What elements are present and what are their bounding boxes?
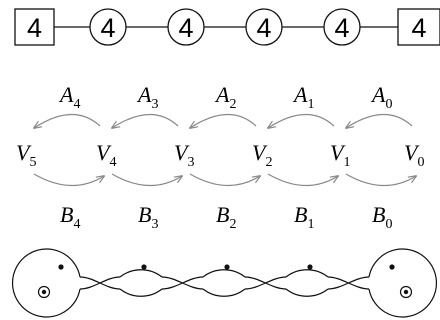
arrow-b0: [346, 174, 416, 186]
framed-node-right-label: 4: [411, 13, 426, 43]
sphere-2-top: [120, 270, 162, 277]
marked-point: [389, 264, 394, 269]
label-v3: V3: [174, 140, 194, 170]
arrow-b2: [190, 174, 260, 186]
sphere-4-bottom: [286, 289, 328, 296]
boundary-point-left-center: [42, 290, 46, 294]
neck-strand: [162, 277, 203, 289]
marked-point: [224, 264, 229, 269]
arrow-a0: [346, 114, 412, 128]
quiver-node-label: 4: [100, 13, 115, 43]
label-v1: V1: [330, 140, 350, 170]
framed-node-left-label: 4: [27, 13, 42, 43]
bottom-arrows: [34, 174, 416, 186]
label-b1: B1: [294, 202, 314, 232]
label-v0: V0: [404, 140, 424, 170]
neck-strand: [245, 277, 286, 289]
arrow-b3: [112, 174, 182, 186]
quiver-node-label: 4: [334, 13, 349, 43]
label-a1: A1: [292, 82, 314, 112]
label-v5: V5: [16, 140, 36, 170]
label-v2: V2: [252, 140, 272, 170]
marked-point: [58, 264, 63, 269]
arrow-a3: [112, 114, 178, 128]
label-a2: A2: [214, 82, 236, 112]
arrow-a4: [34, 114, 100, 128]
quiver-row: 4 4 4 4 4 4: [15, 9, 440, 45]
arrow-a2: [190, 114, 256, 128]
sphere-3-top: [203, 270, 245, 277]
marked-point: [307, 264, 312, 269]
label-b4: B4: [60, 202, 80, 232]
arrow-a1: [268, 114, 334, 128]
top-arrows: [34, 114, 412, 128]
label-a0: A0: [370, 82, 392, 112]
neck-strand: [328, 277, 369, 289]
label-v4: V4: [96, 140, 116, 170]
sphere-3-bottom: [203, 289, 245, 296]
label-a4: A4: [58, 82, 80, 112]
quiver-node-label: 4: [256, 13, 271, 43]
quiver-node-label: 4: [178, 13, 193, 43]
sphere-5: [369, 249, 436, 317]
label-b0: B0: [372, 202, 392, 232]
sphere-chain: [13, 249, 437, 317]
arrow-b4: [34, 174, 104, 186]
sphere-1: [13, 249, 80, 317]
marked-point: [141, 264, 146, 269]
label-a3: A3: [136, 82, 158, 112]
boundary-point-right-center: [404, 290, 408, 294]
label-b3: B3: [138, 202, 158, 232]
sphere-4-top: [286, 270, 328, 277]
arrow-b1: [268, 174, 338, 186]
sphere-2-bottom: [120, 289, 162, 296]
neck-strand: [80, 277, 120, 289]
label-b2: B2: [216, 202, 236, 232]
